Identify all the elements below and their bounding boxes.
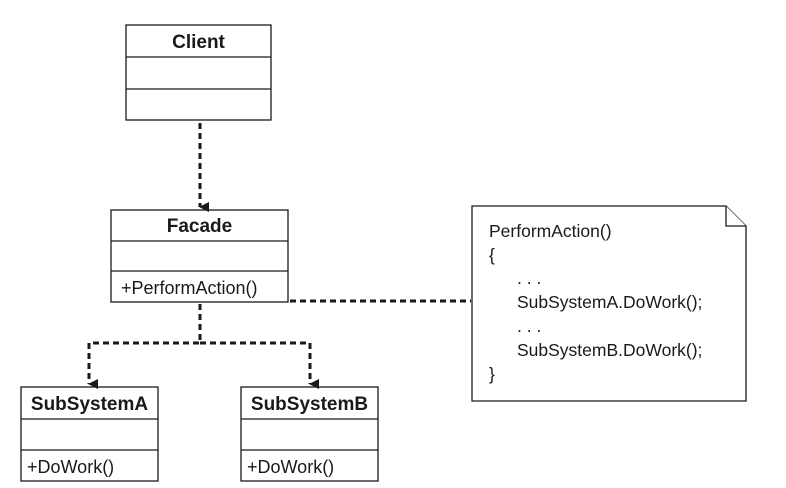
class-facade: Facade +PerformAction() xyxy=(110,209,289,303)
subsystem-a-operations: +DoWork() xyxy=(27,457,114,477)
facade-operations: +PerformAction() xyxy=(121,278,258,298)
facade-class-name: Facade xyxy=(167,216,232,237)
class-subsystem-b: SubSystemB +DoWork() xyxy=(240,386,379,482)
note-line-4: SubSystemA.DoWork(); xyxy=(517,292,702,312)
dependency-facade-subsystem-a xyxy=(87,304,202,389)
subsystem-b-operations: +DoWork() xyxy=(247,457,334,477)
note-shape xyxy=(471,205,747,402)
subsystem-a-class-name: SubSystemA xyxy=(31,394,148,415)
note-line-1: PerformAction() xyxy=(489,221,612,241)
class-client: Client xyxy=(125,24,272,121)
note-line-2: { xyxy=(489,245,495,265)
note-line-7: } xyxy=(489,364,495,384)
note-fold xyxy=(725,206,746,227)
client-class-name: Client xyxy=(172,32,225,53)
note-line-3: . . . xyxy=(517,268,541,288)
note: PerformAction() { . . . SubSystemA.DoWor… xyxy=(471,205,747,402)
dependency-facade-subsystem-b xyxy=(200,341,319,389)
class-subsystem-a: SubSystemA +DoWork() xyxy=(20,386,159,482)
subsystem-b-class-name: SubSystemB xyxy=(251,394,368,415)
note-line-5: . . . xyxy=(517,316,541,336)
note-line-6: SubSystemB.DoWork(); xyxy=(517,340,702,360)
